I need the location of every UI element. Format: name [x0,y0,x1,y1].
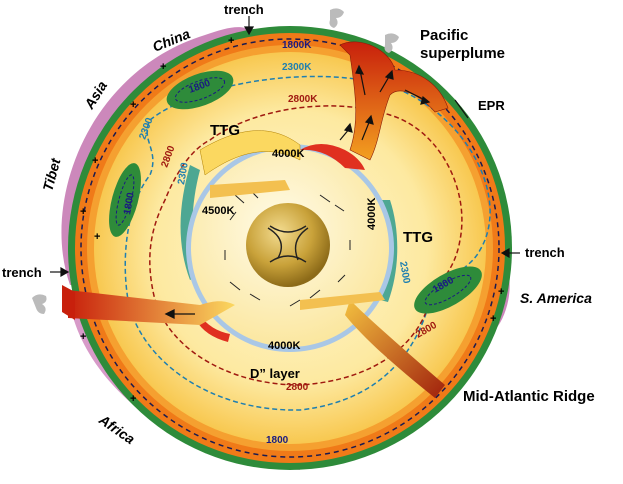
volcano-smoke-icon [32,8,399,314]
svg-text:+: + [130,393,136,405]
isotherm-label-2300-top: 2300K [282,62,312,73]
isotherm-label-2800-bottom: 2800 [286,382,309,393]
lens-isotherm-tibet [115,174,135,226]
label-ttg-left: TTG [210,122,240,139]
svg-text:+: + [490,313,496,325]
lens-isotherm-asia [174,77,226,103]
label-s-america: S. America [520,290,592,306]
superplume-arrows [339,64,431,141]
inner-core [246,203,330,287]
ttg-plume-left [199,130,301,176]
label-epr: EPR [478,98,505,113]
svg-text:+: + [80,331,86,343]
lithosphere-lens-tibet [109,163,141,237]
label-pacific: Pacific [420,27,468,44]
isotherm-label-1800-tibet: 1800 [122,191,137,215]
label-superplume: superplume [420,45,505,62]
pacific-superplume [339,41,449,161]
slab-horizontal-core-right [300,292,385,310]
isotherm-label-2300-left2: 2300 [176,161,191,185]
isotherm-1800 [80,38,500,458]
isotherm-label-1800-top: 1800K [282,40,312,51]
svg-text:+: + [228,35,234,47]
svg-text:+: + [94,231,100,243]
isotherm-2800 [149,105,463,386]
label-mid-atlantic-ridge: Mid-Atlantic Ridge [463,388,595,405]
label-4500k: 4500K [202,205,234,217]
continent-crust-markers: + + + + + + + + + + [80,35,504,405]
label-4000k-right: 4000K [366,198,378,230]
lithosphere-lens-s-america [414,266,482,314]
label-ttg-right: TTG [403,229,433,246]
label-tibet: Tibet [39,155,63,192]
isotherm-label-2300-right: 2300 [397,261,412,285]
label-d-layer: D” layer [250,366,300,381]
label-4000k-top: 4000K [272,148,304,160]
svg-text:+: + [160,61,166,73]
ttg-right [380,200,398,302]
label-africa: Africa [95,411,138,448]
hot-spot-top [300,144,365,170]
svg-text:+: + [498,286,504,298]
svg-text:+: + [92,155,98,167]
svg-text:+: + [130,99,136,111]
isotherm-label-2800-top: 2800K [288,94,318,105]
svg-text:+: + [80,206,86,218]
label-trench-left: trench [2,265,42,280]
inner-core-arrows [267,225,309,263]
label-trench-top: trench [224,2,264,17]
slab-horizontal-core-left [210,180,290,198]
lens-isotherm-s-america [424,274,472,306]
trench-arrows [50,16,520,278]
lithosphere-lens-asia [166,70,234,110]
slab-right [345,300,445,398]
slab-left [68,290,235,325]
slab-arrow-left [164,308,195,320]
volcano-vent-left [62,285,75,320]
label-4000k-bottom: 4000K [268,340,300,352]
label-trench-right: trench [525,245,565,260]
isotherm-label-1800-bottom: 1800 [266,435,289,446]
